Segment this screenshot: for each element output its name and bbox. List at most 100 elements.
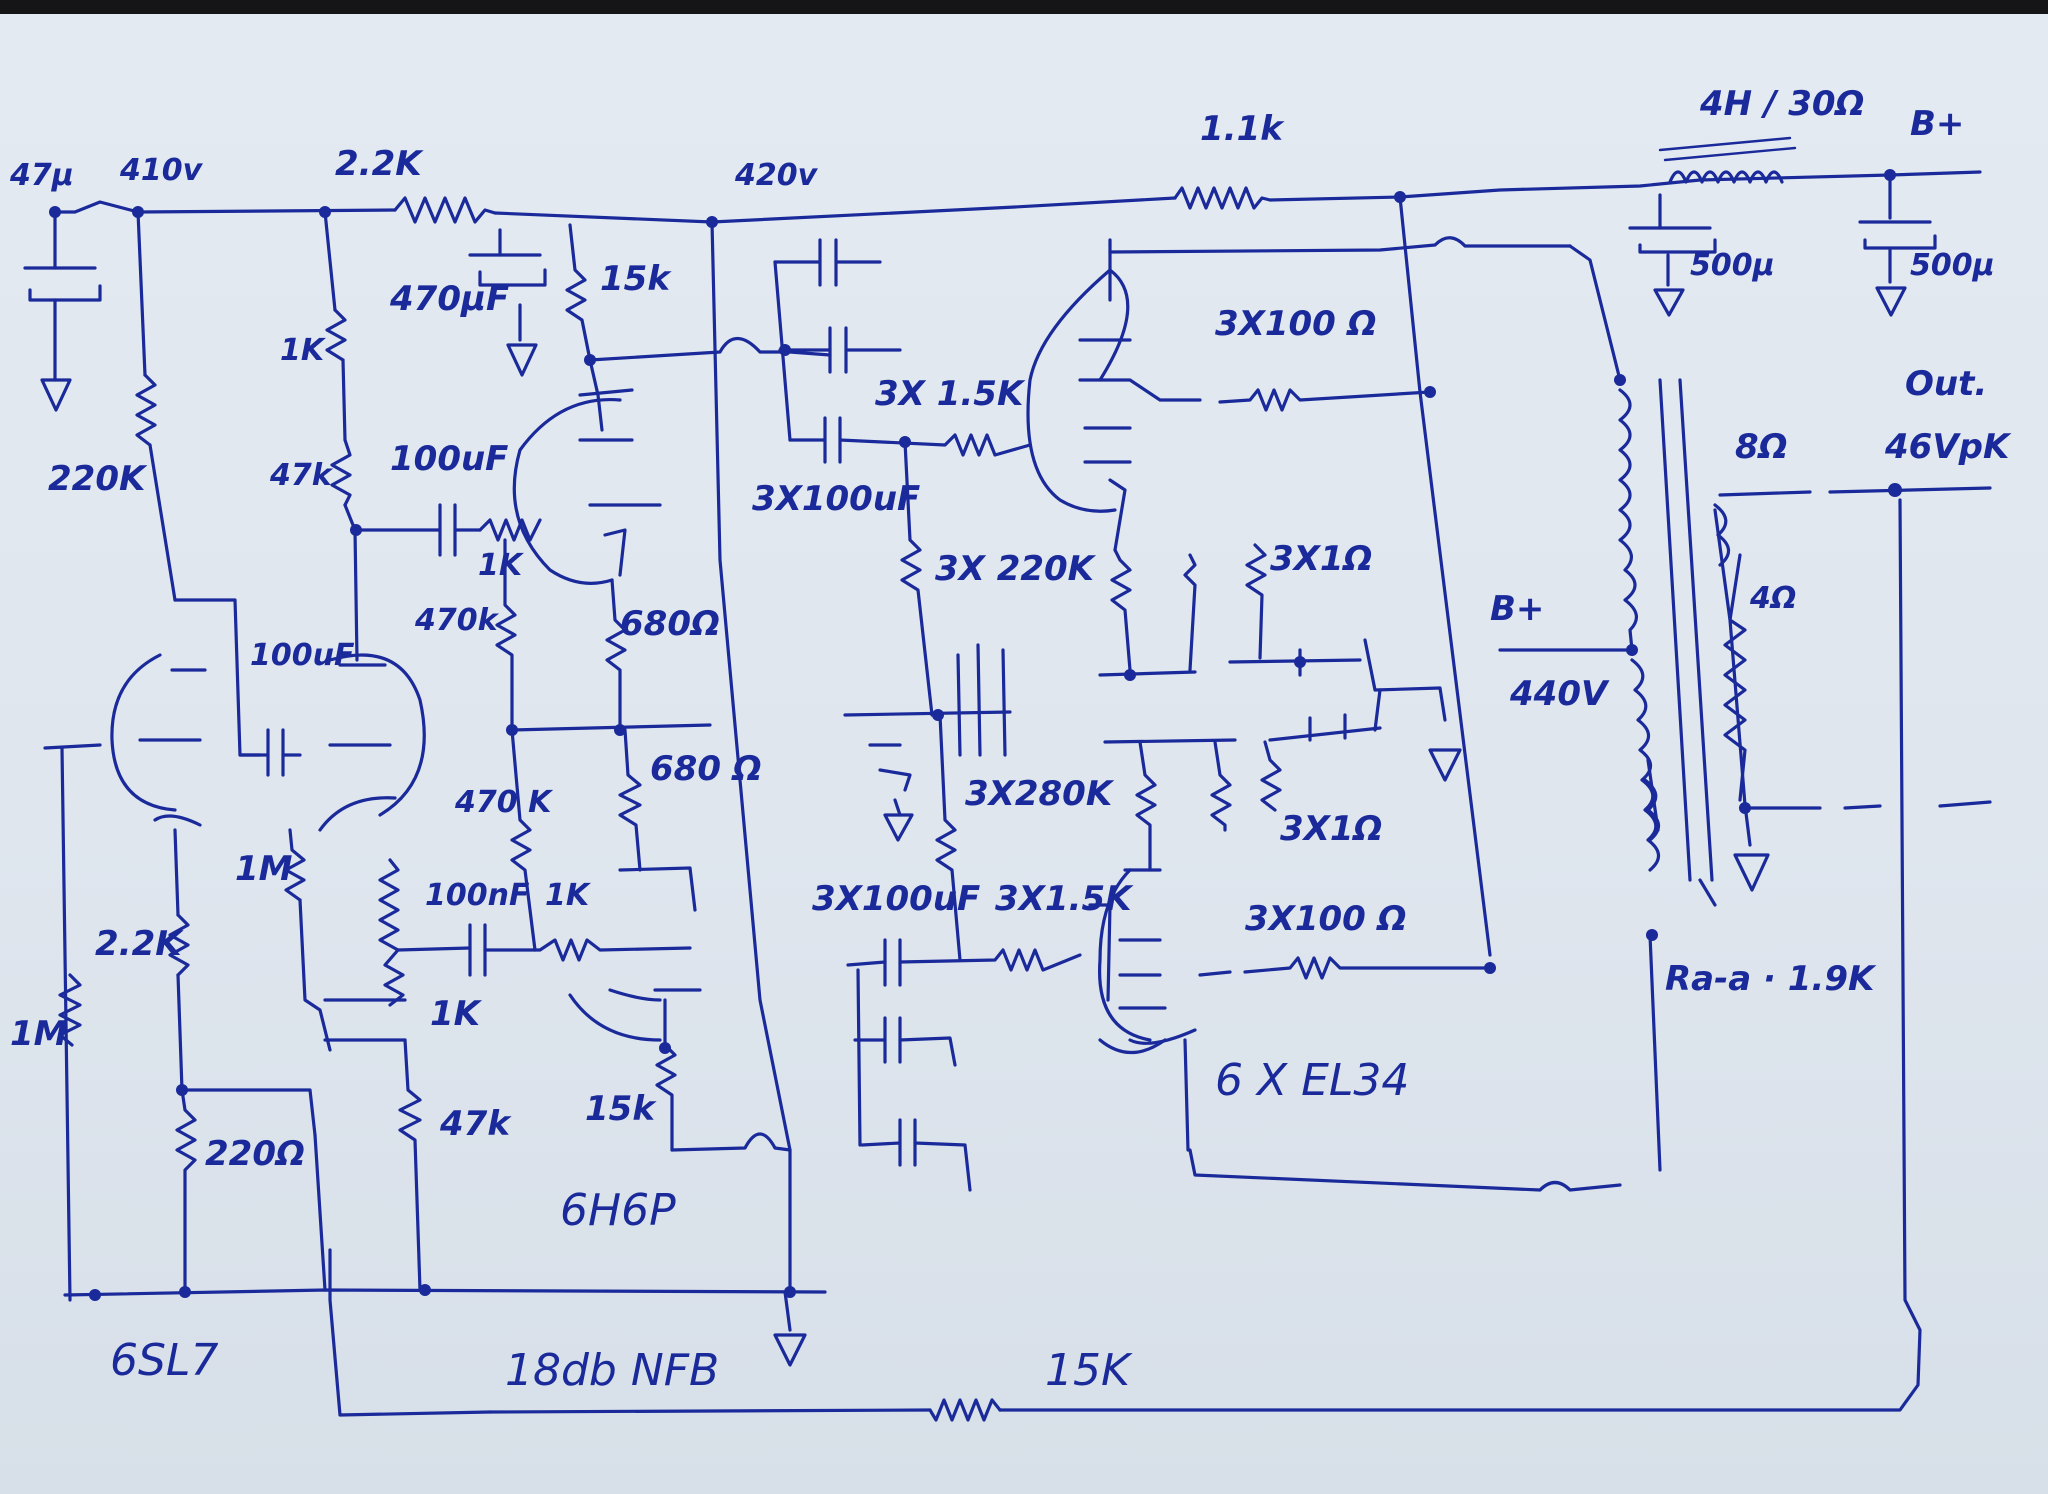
tube-6h6p — [512, 358, 702, 1002]
resistor-1k-c — [323, 858, 407, 1042]
resistor-15k-mid — [568, 993, 792, 1152]
label-6sl7: 6SL7 — [110, 1335, 218, 1386]
resistor-4-ohm-tap — [1723, 553, 1747, 802]
choke-4h — [1658, 136, 1797, 184]
label-6h6p: 6H6P — [560, 1185, 676, 1236]
label-500u-b: 500µ — [1910, 248, 1995, 283]
label-470k-b: 470 K — [454, 785, 554, 820]
cathode-resistors-top — [1098, 543, 1462, 782]
label-220k: 220K — [48, 459, 148, 499]
label-100nf: 100nF — [425, 878, 530, 913]
label-8-ohm: 8Ω — [1735, 427, 1788, 467]
label-1m-a: 1M — [235, 849, 293, 889]
label-3x1-b: 3X1Ω — [1280, 809, 1382, 849]
label-1k-d: 1K — [430, 994, 483, 1034]
resistor-3x100-a — [1218, 386, 1436, 412]
label-bplus-top: B+ — [1910, 104, 1964, 144]
capacitor-100u-b — [238, 728, 302, 777]
resistor-47k-a — [330, 438, 362, 662]
resistor-47k-b — [398, 1038, 422, 1292]
label-el34: 6 X EL34 — [1215, 1055, 1409, 1106]
label-100uf-a: 100uF — [390, 439, 508, 479]
label-410v: 410v — [119, 153, 204, 188]
label-1m-b: 1M — [10, 1014, 68, 1054]
label-3x100uf-b: 3X100uF — [812, 879, 980, 919]
label-2k2-b: 2.2K — [95, 924, 184, 964]
label-46vpk: 46VpK — [1884, 427, 2012, 467]
label-15k-top: 15k — [600, 259, 672, 299]
label-3x280k: 3X280K — [965, 774, 1115, 814]
capacitor-100nf — [396, 923, 692, 977]
label-100uf-b: 100uF — [250, 638, 355, 673]
label-3x100uf-a: 3X100uF — [752, 479, 920, 519]
resistor-1m-b — [284, 828, 332, 1052]
label-3x220k: 3X 220K — [935, 549, 1097, 589]
label-out: Out. — [1905, 364, 1987, 404]
coupling-caps-bottom — [846, 938, 972, 1192]
label-3x100-b: 3X100 Ω — [1245, 899, 1407, 939]
cathode-resistors-bottom — [1103, 688, 1382, 872]
resistor-3x220k — [843, 440, 1012, 842]
label-500u-a: 500µ — [1690, 248, 1775, 283]
resistor-3x100-b — [1243, 956, 1496, 980]
resistor-220k — [132, 206, 177, 602]
label-470u: 470µF — [389, 279, 509, 319]
tube-6sl7 — [110, 598, 426, 832]
resistor-1k1 — [1173, 186, 1272, 210]
label-680-a: 680Ω — [620, 604, 720, 644]
label-1k-b: 1K — [478, 548, 525, 583]
label-3x1k5-a: 3X 1.5K — [875, 374, 1026, 414]
label-nfb: 18db NFB — [505, 1345, 719, 1396]
label-1k-a: 1K — [280, 333, 327, 368]
capacitor-470u — [468, 228, 547, 377]
resistor-680-b — [618, 728, 642, 872]
capacitor-100u-a — [354, 503, 482, 557]
label-47k-b: 47k — [439, 1104, 512, 1144]
resistor-470k-b — [510, 728, 537, 952]
schematic-labels: 47µ 410v 2.2K 420v 1.1k 4H / 30Ω B+ 500µ… — [9, 84, 2012, 1396]
capacitor-47u — [23, 206, 102, 412]
label-3x1-a: 3X1Ω — [1270, 539, 1372, 579]
resistor-1k-b — [478, 518, 542, 542]
plate-return-bottom — [1188, 1148, 1622, 1192]
resistor-1m-a — [58, 973, 82, 1047]
cathode-bus-6h6p — [510, 723, 712, 732]
resistor-220 — [175, 1088, 327, 1292]
label-470k-a: 470k — [414, 603, 500, 638]
capacitor-500u-b — [1858, 169, 1937, 317]
label-4-ohm: 4Ω — [1749, 581, 1796, 616]
label-680-b: 680 Ω — [650, 749, 762, 789]
label-choke: 4H / 30Ω — [1699, 84, 1864, 124]
label-440v: 440V — [1509, 674, 1610, 714]
label-raa: Ra-a · 1.9K — [1665, 959, 1877, 999]
coupling-caps-top — [773, 238, 902, 464]
label-220: 220Ω — [205, 1134, 305, 1174]
label-1k1: 1.1k — [1200, 109, 1285, 149]
capacitor-500u-a — [1628, 193, 1717, 317]
resistor-3x280k — [935, 713, 962, 962]
label-bplus-mid: B+ — [1490, 589, 1544, 629]
output-transformer — [1498, 244, 1731, 1172]
label-420v: 420v — [734, 158, 819, 193]
label-15k-fb: 15K — [1045, 1345, 1133, 1396]
label-1k-c: 1K — [545, 878, 592, 913]
tube-el34-top — [1026, 236, 1572, 552]
driver-output-rail — [706, 216, 807, 1367]
ground-bus — [63, 1284, 827, 1301]
resistor-2k2 — [393, 196, 497, 224]
resistor-3x1k5-a — [838, 433, 1032, 457]
label-3x1k5-b: 3X1.5K — [995, 879, 1134, 919]
label-2k2: 2.2K — [335, 144, 424, 184]
tube-el34-bottom — [1088, 868, 1232, 1152]
resistor-2k2-b — [168, 828, 190, 1096]
table-edge — [0, 0, 2048, 14]
feedback-loop — [328, 498, 1922, 1422]
resistor-3x1k5-b — [898, 948, 1082, 972]
label-15k-mid: 15k — [585, 1089, 657, 1129]
input-grid-line — [43, 743, 102, 1302]
secondary-winding — [1713, 483, 1992, 892]
label-47u: 47µ — [9, 158, 74, 193]
label-3x100-a: 3X100 Ω — [1215, 304, 1377, 344]
